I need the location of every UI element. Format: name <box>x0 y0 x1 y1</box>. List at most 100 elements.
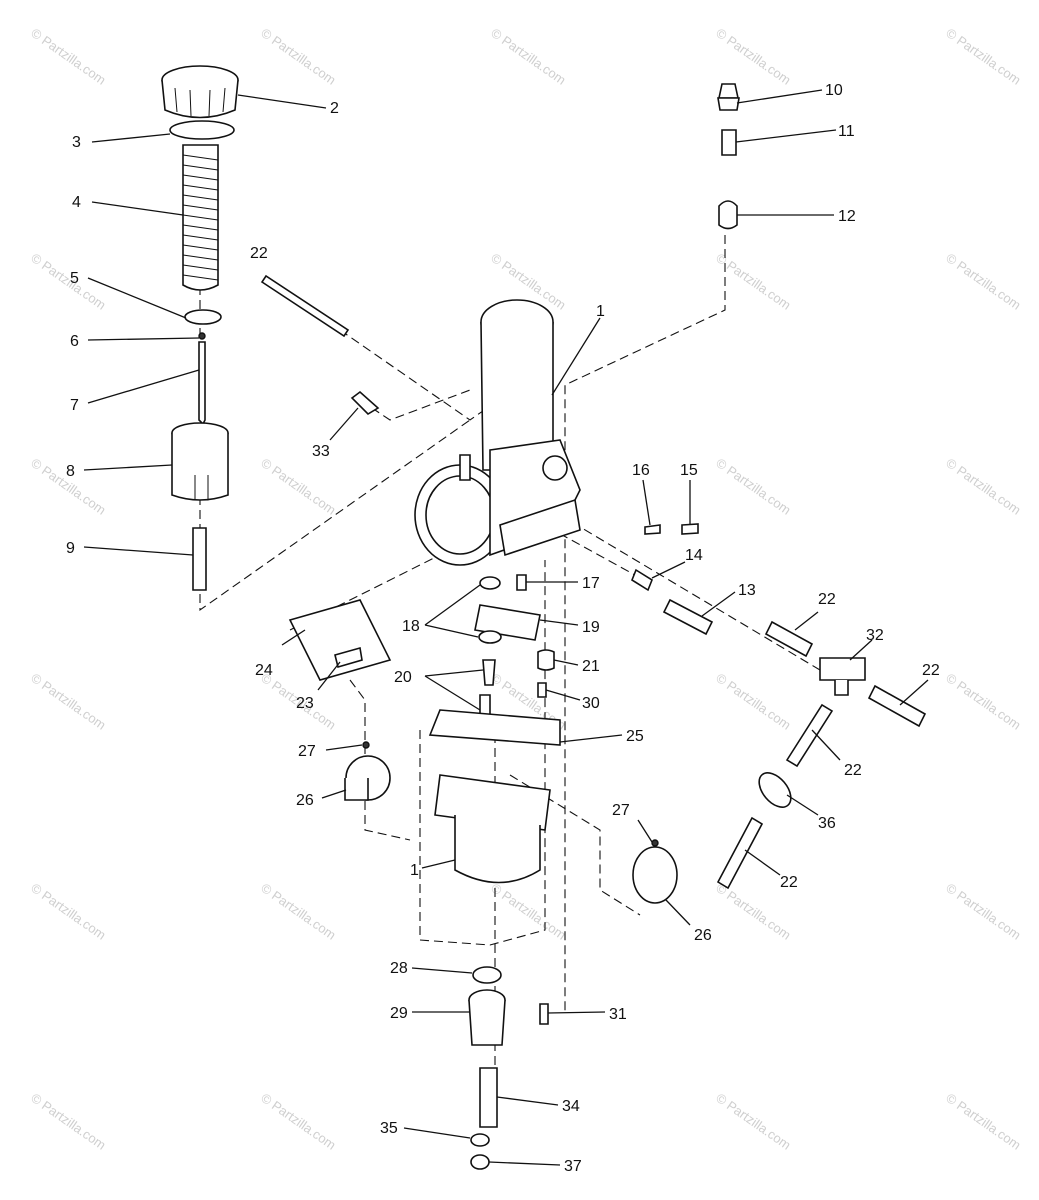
leader-24 <box>281 629 306 646</box>
leader-10 <box>736 89 823 104</box>
leader-35 <box>403 1127 471 1139</box>
watermark: © Partzilla.com <box>943 880 1023 943</box>
label-16: 16 <box>632 462 650 479</box>
part-washer-3 <box>169 120 235 140</box>
part-screw-27-left <box>362 741 370 749</box>
label-8: 8 <box>66 463 75 480</box>
part-needle-valve-20 <box>482 659 496 686</box>
leader-8 <box>83 464 173 471</box>
label-35: 35 <box>380 1120 398 1137</box>
label-22-mid: 22 <box>818 591 836 608</box>
label-11: 11 <box>838 123 855 140</box>
leader-30 <box>545 689 581 701</box>
part-screw-15 <box>681 523 699 535</box>
assembly-line-right <box>564 235 726 1015</box>
label-7: 7 <box>70 397 79 414</box>
part-screw-17 <box>516 574 527 591</box>
part-screw-37 <box>470 1154 490 1170</box>
part-oring-18a <box>479 576 501 590</box>
watermark: © Partzilla.com <box>713 1090 793 1153</box>
part-float-bowl-1 <box>434 774 551 884</box>
part-fitting-10 <box>717 83 740 111</box>
watermark: © Partzilla.com <box>713 25 793 88</box>
label-14: 14 <box>685 547 703 564</box>
part-float-23 <box>334 646 363 669</box>
label-34: 34 <box>562 1098 580 1115</box>
label-10: 10 <box>825 82 843 99</box>
watermark: © Partzilla.com <box>713 455 793 518</box>
watermark: © Partzilla.com <box>258 1090 338 1153</box>
part-oring-18b <box>478 630 502 644</box>
part-tube-22-top <box>260 274 350 338</box>
label-1-bowl: 1 <box>410 862 419 879</box>
label-28: 28 <box>390 960 408 977</box>
label-12: 12 <box>838 208 856 225</box>
label-36: 36 <box>818 815 836 832</box>
part-needle-7 <box>198 341 206 426</box>
label-27-right: 27 <box>612 802 630 819</box>
watermark: © Partzilla.com <box>258 25 338 88</box>
leader-5 <box>87 277 187 319</box>
leader-31 <box>547 1011 606 1014</box>
part-carburetor-body-1 <box>414 299 581 566</box>
label-29: 29 <box>390 1005 408 1022</box>
label-20: 20 <box>394 669 412 686</box>
part-screw-31 <box>539 1003 549 1025</box>
leader-26b <box>665 899 691 926</box>
leader-22b <box>794 611 819 631</box>
part-slide-8 <box>171 422 229 501</box>
label-22-lower: 22 <box>844 762 862 779</box>
leader-1-bowl <box>421 859 456 869</box>
part-washer-35 <box>470 1133 490 1147</box>
leader-6 <box>87 337 200 341</box>
label-13: 13 <box>738 582 756 599</box>
label-27-left: 27 <box>298 743 316 760</box>
part-gasket-24 <box>288 599 392 681</box>
label-26-right: 26 <box>694 927 712 944</box>
leader-18 <box>424 584 481 638</box>
label-5: 5 <box>70 270 79 287</box>
leader-22c <box>899 679 929 706</box>
leader-22d <box>811 729 841 761</box>
assembly-line-bowl <box>419 560 546 946</box>
leader-27b <box>637 819 653 843</box>
leader-7 <box>87 369 200 404</box>
leader-26a <box>321 789 347 799</box>
part-cap-21 <box>537 649 555 671</box>
part-clip-6 <box>198 332 206 340</box>
label-17: 17 <box>582 575 600 592</box>
part-plunger-12 <box>718 200 738 230</box>
leader-22e <box>744 849 781 876</box>
leader-28 <box>411 967 473 974</box>
part-spring-4 <box>182 144 219 291</box>
label-23: 23 <box>296 695 314 712</box>
leader-32 <box>849 639 873 661</box>
assembly-line-left <box>199 160 471 612</box>
assembly-line-hose <box>559 514 821 671</box>
leader-21 <box>553 659 579 666</box>
label-2: 2 <box>330 100 339 117</box>
part-tee-32 <box>819 657 866 696</box>
leader-27a <box>325 744 363 751</box>
watermark: © Partzilla.com <box>28 880 108 943</box>
leader-25 <box>559 734 623 743</box>
label-15: 15 <box>680 462 698 479</box>
label-24: 24 <box>255 662 273 679</box>
watermark: © Partzilla.com <box>28 1090 108 1153</box>
label-32: 32 <box>866 627 884 644</box>
label-31: 31 <box>609 1006 627 1023</box>
part-cap-26-left <box>344 755 391 801</box>
label-21: 21 <box>582 658 600 675</box>
part-screw-16 <box>644 524 661 535</box>
leader-2 <box>237 94 327 109</box>
watermark: © Partzilla.com <box>713 670 793 733</box>
assembly-line-33 <box>359 389 471 421</box>
part-jet-holder-29 <box>468 989 506 1046</box>
watermark: © Partzilla.com <box>28 670 108 733</box>
part-hose-22e <box>716 816 764 890</box>
label-1-top: 1 <box>596 303 605 320</box>
label-25: 25 <box>626 728 644 745</box>
part-filter-36 <box>758 772 792 808</box>
